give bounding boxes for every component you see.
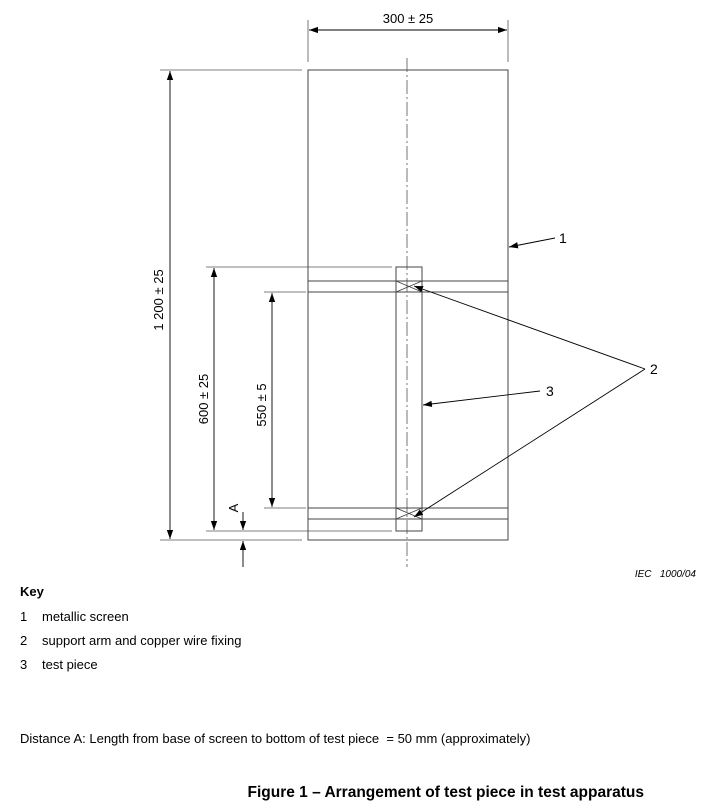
key-item-label: support arm and copper wire fixing [42, 633, 242, 648]
key-title: Key [20, 584, 44, 599]
key-item-number: 2 [20, 633, 28, 648]
key-item-number: 3 [20, 657, 28, 672]
distance-a-note: Distance A: Length from base of screen t… [20, 731, 531, 746]
distance-a-dimension: A [226, 503, 247, 567]
lower-support-arm [308, 507, 508, 520]
key-item-label: test piece [42, 657, 98, 672]
callout-screen: 1 [508, 230, 567, 249]
callout-support-arm: 2 [413, 285, 658, 518]
key-item-number: 1 [20, 609, 28, 624]
test-piece [395, 266, 423, 532]
key-list: 1 metallic screen 2 support arm and copp… [20, 609, 241, 681]
iec-reference: IEC 1000/04 [635, 569, 697, 580]
callout-support-arm-number: 2 [650, 361, 658, 377]
callout-screen-number: 1 [559, 230, 567, 246]
height-dimension-label: 1 200 ± 25 [151, 269, 166, 330]
key-item: 2 support arm and copper wire fixing [20, 633, 241, 657]
metallic-screen [307, 69, 509, 541]
test-piece-length-label: 600 ± 25 [196, 374, 211, 425]
callout-test-piece: 3 [422, 383, 554, 408]
test-apparatus-diagram: 300 ± 25 1 200 ± 25 600 ± 25 550 ± 5 A 1… [151, 11, 697, 580]
distance-a-label: A [226, 503, 241, 512]
figure-caption: Figure 1 – Arrangement of test piece in … [247, 784, 645, 801]
width-dimension: 300 ± 25 [307, 11, 509, 62]
height-dimension: 1 200 ± 25 [151, 69, 302, 541]
test-piece-length-dimension: 600 ± 25 [196, 266, 392, 532]
callout-test-piece-number: 3 [546, 383, 554, 399]
upper-support-arm [308, 280, 508, 293]
key-item: 3 test piece [20, 657, 241, 681]
width-dimension-label: 300 ± 25 [383, 11, 434, 26]
key-item: 1 metallic screen [20, 609, 241, 633]
key-item-label: metallic screen [42, 609, 129, 624]
support-spacing-dimension: 550 ± 5 [254, 291, 306, 509]
support-spacing-label: 550 ± 5 [254, 383, 269, 426]
